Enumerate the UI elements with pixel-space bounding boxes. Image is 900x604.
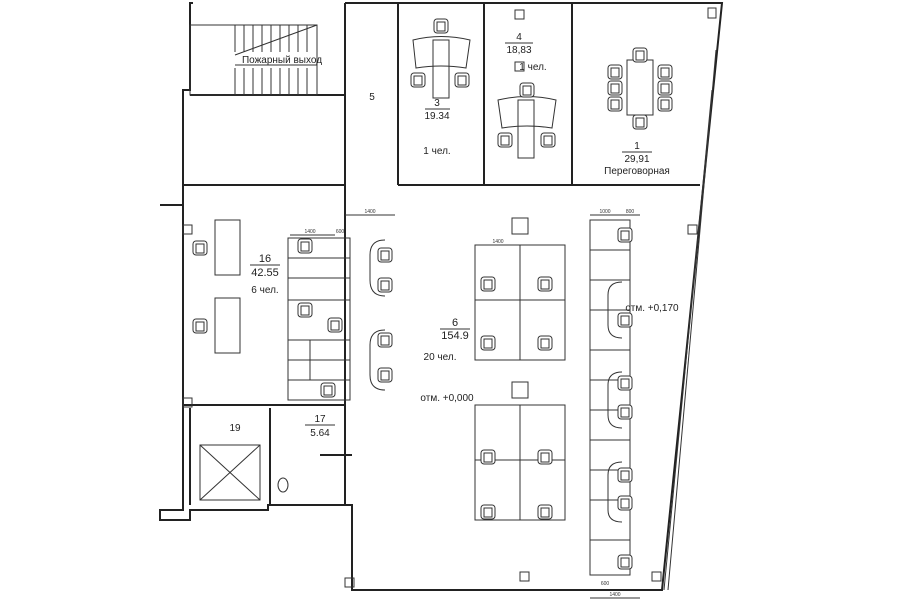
chair-icon [297,238,313,254]
room-17-area: 5.64 [310,428,330,439]
fire-exit-label: Пожарный выход [242,55,322,66]
chair-icon [497,132,513,148]
chair-icon [519,82,535,98]
chair-icon [537,449,553,465]
room-1-number: 1 [634,141,640,152]
room-3-people: 1 чел. [423,146,450,157]
room-17-number: 17 [314,414,326,425]
level-170-label: отм. +0,170 [625,303,679,314]
chair-icon [537,335,553,351]
chair-icon [617,375,633,391]
chair-icon [454,72,470,88]
chair-icon [480,335,496,351]
room-16-people: 6 чел. [251,285,278,296]
room-19-number: 19 [229,423,241,434]
room-6-number: 6 [452,317,458,329]
room-4-people: 1 чел. [519,62,546,73]
chair-icon [617,404,633,420]
level-0-label: отм. +0,000 [420,393,474,404]
chair-icon [480,276,496,292]
dim-label: 1400 [364,209,375,215]
room-3-area: 19.34 [424,111,449,122]
room-4-number: 4 [516,32,522,43]
chair-icon [632,114,648,130]
chair-icon [480,449,496,465]
dim-label: 1400 [304,229,315,235]
dim-label: 600 [336,229,345,235]
room-6-people: 20 чел. [424,352,457,363]
chair-icon [192,318,208,334]
dim-label: 1400 [609,592,620,598]
chair-icon [192,240,208,256]
chair-icon [617,227,633,243]
chair-icon [537,504,553,520]
room-labels: 5 3 19.34 1 чел. 4 18,83 1 чел. 1 29,91 … [229,32,679,439]
room-16-number: 16 [259,253,271,265]
room-5-number: 5 [369,92,375,103]
dim-label: 1400 [492,239,503,245]
chair-icon [607,80,623,96]
dimensions: 1400 1400 600 1000 800 1400 600 1400 [290,209,640,599]
fire-exit-stairs: Пожарный выход [189,24,322,96]
chair-icon [297,302,313,318]
chair-icon [617,495,633,511]
chair-icon [377,332,393,348]
chair-icon [537,276,553,292]
room-3-number: 3 [434,98,440,109]
chair-icon [617,312,633,328]
room-16-area: 42.55 [251,267,279,279]
chair-icon [377,367,393,383]
outer-walls [159,2,724,591]
chair-icon [480,504,496,520]
elevator [199,444,261,501]
chair-icon [617,554,633,570]
chair-icon [632,47,648,63]
room-6-area: 154.9 [441,330,469,342]
chair-icon [320,382,336,398]
chair-icon [540,132,556,148]
furniture [182,7,717,588]
dim-label: 1000 [599,209,610,215]
chair-icon [657,64,673,80]
chair-icon [607,64,623,80]
chair-icon [377,247,393,263]
toilet-icon [277,477,289,493]
chair-icon [433,18,449,34]
chairs [192,18,673,570]
room-1-name: Переговорная [604,166,670,177]
chair-icon [657,96,673,112]
chair-icon [617,467,633,483]
chair-icon [657,80,673,96]
dim-label: 600 [601,581,610,587]
dim-label: 800 [626,209,635,215]
chair-icon [327,317,343,333]
chair-icon [410,72,426,88]
chair-icon [377,277,393,293]
chair-icon [607,96,623,112]
room-4-area: 18,83 [506,45,531,56]
room-1-area: 29,91 [624,154,649,165]
